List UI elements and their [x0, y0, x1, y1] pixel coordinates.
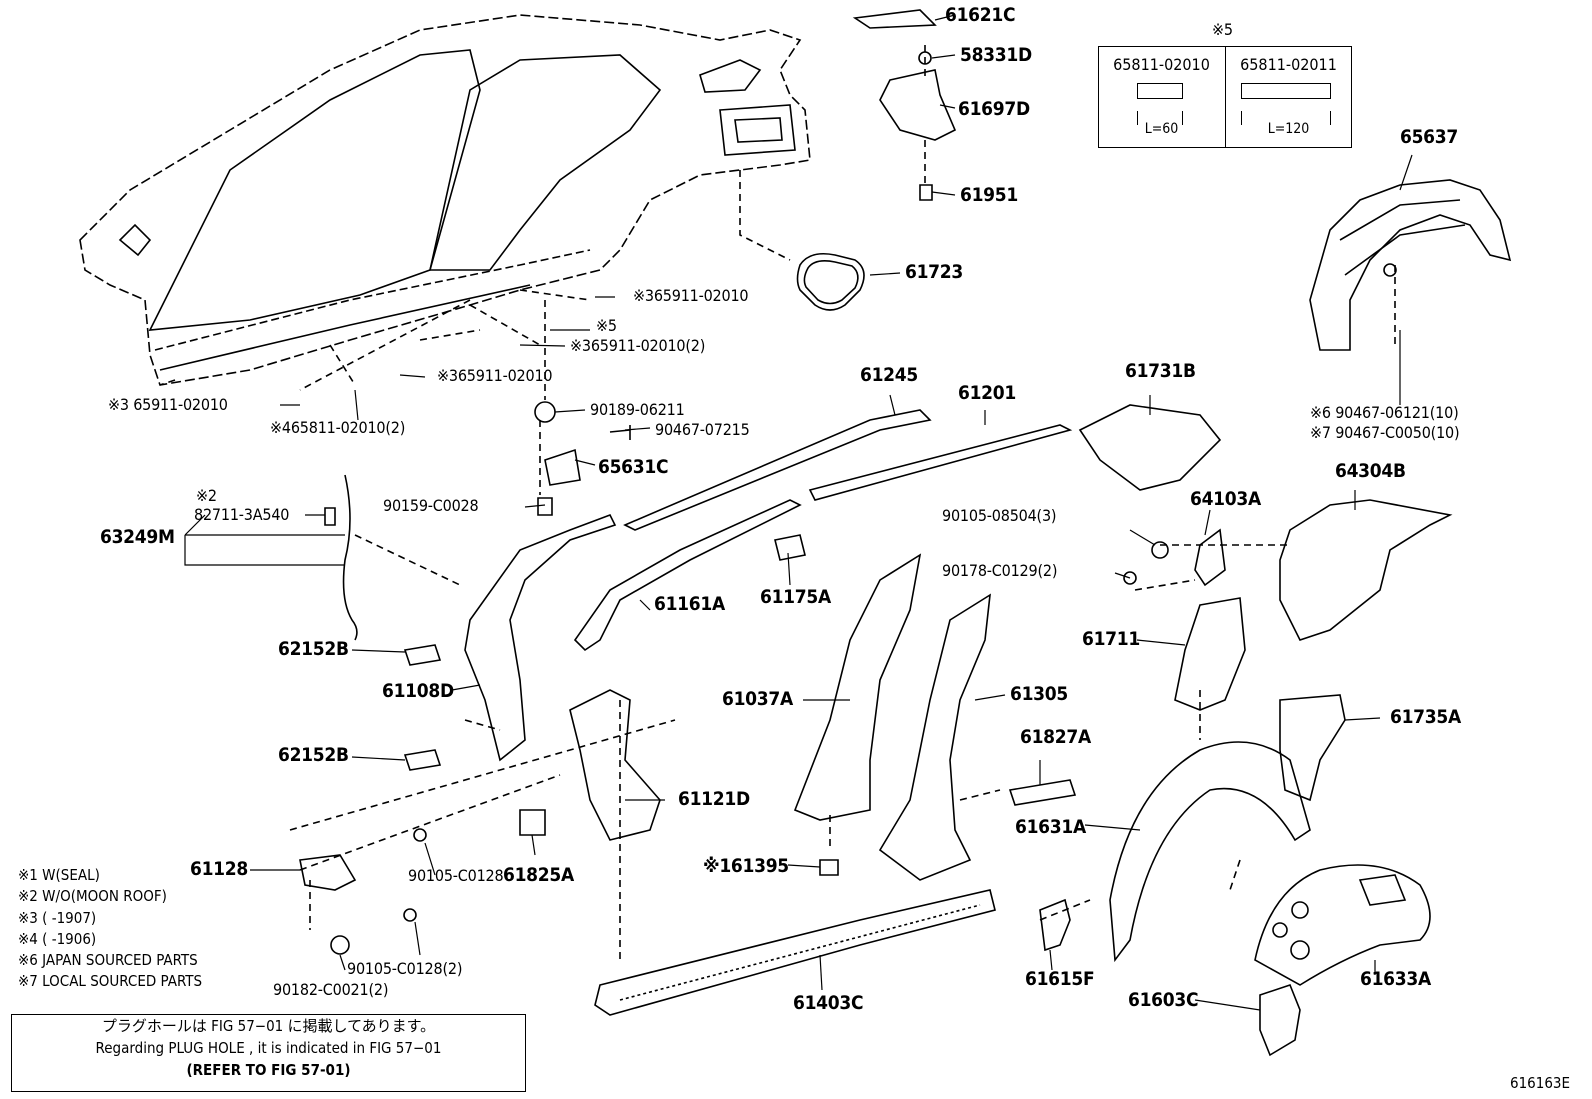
length-bracket — [1137, 111, 1183, 125]
part-label: ※6 90467-06121(10) — [1310, 403, 1459, 422]
note-item: ※1 W(SEAL) — [18, 866, 100, 884]
plug-hole-jp: プラグホールは FIG 57−01 に掲載してあります。 — [101, 1017, 436, 1035]
part-label: 90159-C0028 — [383, 496, 479, 515]
part-label: ※161395 — [703, 855, 789, 877]
part-label: 90178-C0129(2) — [942, 561, 1058, 580]
part-label: 61201 — [958, 382, 1016, 404]
part-label: 61175A — [760, 586, 831, 608]
part-label: 61121D — [678, 788, 750, 810]
solid-leaders — [184, 14, 1413, 1011]
note-item: ※3 ( -1907) — [18, 909, 97, 927]
part-label: 61305 — [1010, 683, 1068, 705]
part-label: 61161A — [654, 593, 725, 615]
strip-part-number: 65811-02011 — [1240, 55, 1337, 74]
part-label: 61603C — [1128, 989, 1199, 1011]
body-side-outer-panel — [79, 14, 811, 386]
part-label: 63249M — [100, 526, 175, 548]
part-label: 61128 — [190, 858, 248, 880]
part-label: 61711 — [1082, 628, 1140, 650]
part-label: 61735A — [1390, 706, 1461, 728]
part-label: 90105-C0128 — [408, 866, 504, 885]
part-label: ※3 65911-02010 — [108, 395, 228, 414]
figure-id: 616163E — [1510, 1074, 1571, 1092]
part-label: 82711-3A540 — [194, 505, 290, 524]
part-label: 64304B — [1335, 460, 1406, 482]
strip-col-short: 65811-02010 L=60 — [1099, 47, 1224, 147]
part-label: 90182-C0021(2) — [273, 980, 389, 999]
plug-hole-ref: (REFER TO FIG 57-01) — [186, 1061, 351, 1079]
plug-hole-note: プラグホールは FIG 57−01 に掲載してあります。 Regarding P… — [11, 1014, 526, 1092]
box5-mark: ※5 — [1212, 20, 1233, 39]
strip-shape — [1241, 83, 1331, 99]
note-item: ※6 JAPAN SOURCED PARTS — [18, 951, 198, 969]
note-item: ※4 ( -1906) — [18, 930, 97, 948]
part-label: 62152B — [278, 744, 349, 766]
part-label: 61615F — [1025, 968, 1095, 990]
part-label: 65637 — [1400, 126, 1458, 148]
part-label: 61245 — [860, 364, 918, 386]
note-item: ※2 W/O(MOON ROOF) — [18, 887, 167, 905]
part-label: 90105-08504(3) — [942, 506, 1057, 525]
note-mark: ※2 — [196, 486, 217, 505]
part-label: ※365911-02010(2) — [570, 336, 706, 355]
part-label: 90467-07215 — [655, 420, 750, 439]
part-label: 61037A — [722, 688, 793, 710]
part-label: 61827A — [1020, 726, 1091, 748]
part-label: 61951 — [960, 184, 1018, 206]
part-label: 58331D — [960, 44, 1032, 66]
part-label: ※7 90467-C0050(10) — [1310, 423, 1460, 442]
strip-col-long: 65811-02011 L=120 — [1225, 47, 1351, 147]
part-label: 61697D — [958, 98, 1030, 120]
part-label: ※465811-02010(2) — [270, 418, 406, 437]
part-label: 90189-06211 — [590, 400, 685, 419]
part-label: ※5 — [596, 316, 617, 335]
plug-hole-en: Regarding PLUG HOLE , it is indicated in… — [95, 1039, 442, 1057]
part-label: 61723 — [905, 261, 963, 283]
part-label: 61108D — [382, 680, 454, 702]
part-label: 61633A — [1360, 968, 1431, 990]
strip-length: L=120 — [1267, 121, 1310, 137]
part-label: 65631C — [598, 456, 669, 478]
part-label: 90105-C0128(2) — [347, 959, 463, 978]
leader-lines — [159, 45, 1396, 960]
part-label: ※365911-02010 — [437, 366, 553, 385]
part-label: ※365911-02010 — [633, 286, 749, 305]
strip-length: L=60 — [1144, 121, 1179, 137]
strip-shape — [1137, 83, 1183, 99]
part-label: 61631A — [1015, 816, 1086, 838]
part-label: 61731B — [1125, 360, 1196, 382]
part-label: 61825A — [503, 864, 574, 886]
strip-part-number: 65811-02010 — [1113, 55, 1210, 74]
length-bracket — [1241, 111, 1331, 125]
part-label: 64103A — [1190, 488, 1261, 510]
part-label: 61403C — [793, 992, 864, 1014]
part-label: 61621C — [945, 4, 1016, 26]
part-label: 62152B — [278, 638, 349, 660]
note-item: ※7 LOCAL SOURCED PARTS — [18, 972, 203, 990]
strip-length-table: 65811-02010 L=60 65811-02011 L=120 — [1098, 46, 1352, 148]
